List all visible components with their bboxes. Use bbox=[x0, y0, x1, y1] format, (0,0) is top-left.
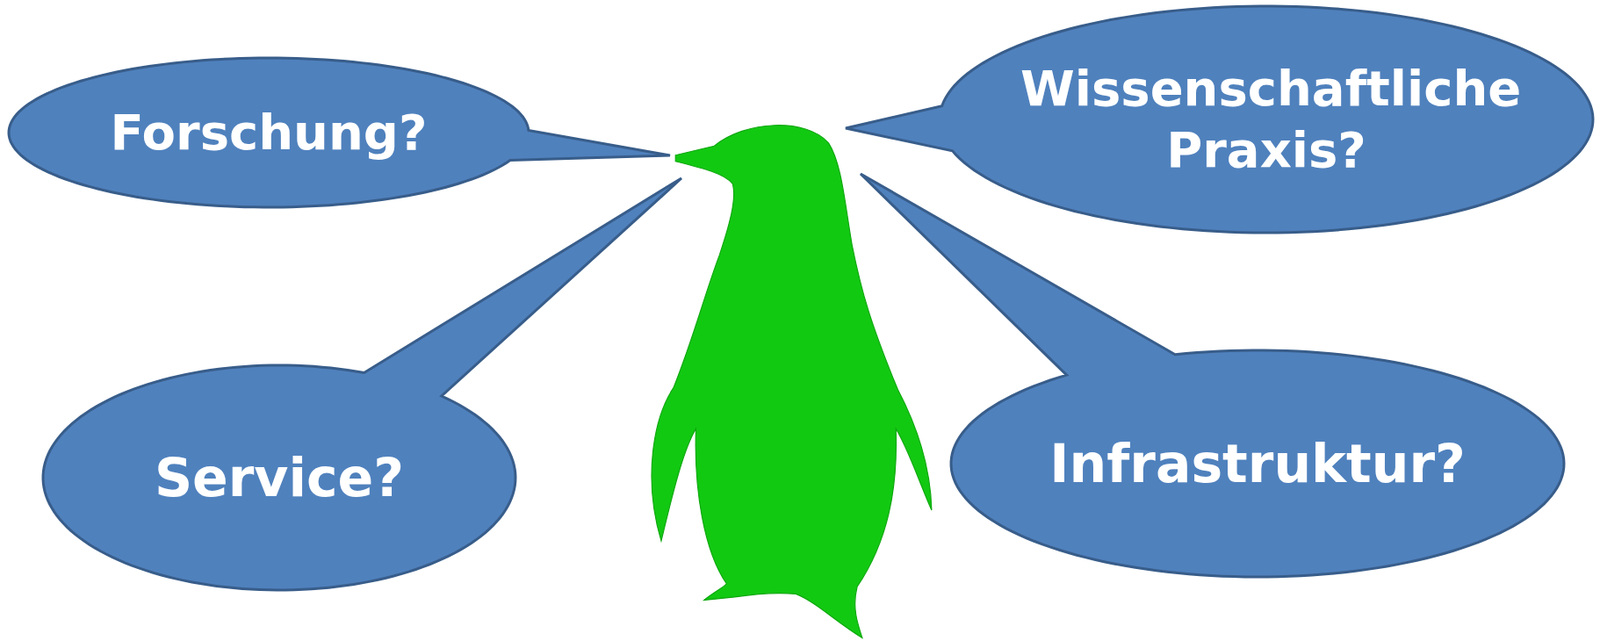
speech-bubble: Wissenschaftliche Praxis? bbox=[939, 6, 1593, 233]
bubble-label: Wissenschaftliche Praxis? bbox=[1020, 57, 1513, 181]
bubble-shape bbox=[860, 173, 1564, 577]
bubble-label: Forschung? bbox=[110, 101, 428, 164]
speech-bubble: Service? bbox=[43, 365, 516, 591]
bubble-label: Service? bbox=[154, 445, 404, 512]
bubble-shape bbox=[43, 178, 682, 591]
bubble-shape bbox=[8, 57, 671, 208]
bubble-outline bbox=[939, 6, 1593, 233]
speech-bubble: Forschung? bbox=[8, 57, 529, 208]
bubble-label: Infrastruktur? bbox=[1049, 431, 1466, 498]
speech-bubble: Infrastruktur? bbox=[951, 350, 1564, 577]
bubble-shape bbox=[845, 6, 1593, 233]
